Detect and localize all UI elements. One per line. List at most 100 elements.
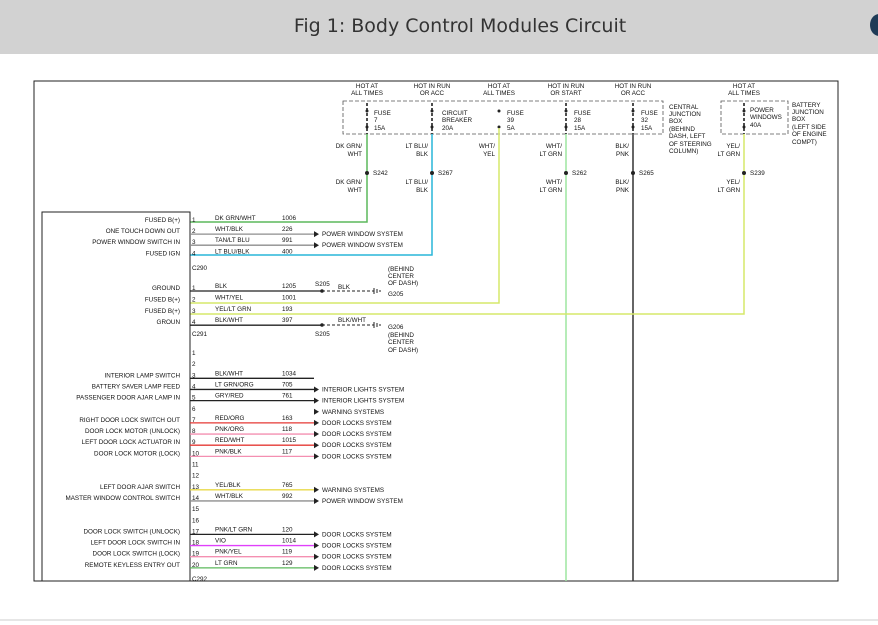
pin-wire-color: PNK/ORG [215,426,244,433]
pin-circuit: 1034 [282,370,297,377]
bottom-divider [0,619,878,621]
pin-circuit: 120 [282,526,293,533]
pin-circuit: 991 [282,237,293,244]
pin-function: DOOR LOCK SWITCH (LOCK) [93,551,180,558]
pin-circuit: 397 [282,317,293,324]
pin-destination: DOOR LOCKS SYSTEM [322,431,392,438]
svg-text:OF DASH): OF DASH) [388,280,418,287]
ground-splice-label: S205 [315,281,330,288]
pin-function: ONE TOUCH DOWN OUT [106,228,180,235]
pin-number: 2 [192,296,196,303]
pin-destination: DOOR LOCKS SYSTEM [322,543,392,550]
pin-number: 6 [192,406,196,413]
top-label: HOT AT [488,83,510,90]
pin-function: GROUN [157,319,181,326]
wire-label: BLK [416,151,429,158]
wire-label: PNK [616,187,630,194]
arrow-icon [314,497,319,504]
ground-wire-label: BLK [338,284,351,291]
top-label: ALL TIMES [728,90,760,97]
pin-circuit: 193 [282,306,293,313]
svg-text:BATTERY: BATTERY [792,102,821,109]
pin-circuit: 1001 [282,294,297,301]
pin-number: 13 [192,484,200,491]
svg-text:BOX: BOX [792,116,806,123]
svg-text:JUNCTION: JUNCTION [669,111,701,118]
svg-text:CENTER: CENTER [388,273,414,280]
pin-number: 16 [192,517,200,524]
top-label: ALL TIMES [483,90,515,97]
pin-destination: POWER WINDOW SYSTEM [322,498,403,505]
arrow-icon [314,486,319,493]
wire-label: DK GRN/ [336,179,362,186]
svg-text:CENTER: CENTER [388,339,414,346]
pin-circuit: 226 [282,226,293,233]
pin-number: 2 [192,228,196,235]
pin-function: GROUND [152,285,180,292]
pin-circuit: 1014 [282,538,297,545]
fuse-label: 15A [641,125,653,132]
pin-wire-color: WHT/BLK [215,226,244,233]
fuse-label: 32 [641,117,649,124]
pin-number: 12 [192,473,200,480]
ground-splice-label: S205 [315,331,330,338]
pin-circuit: 1205 [282,283,297,290]
pin-circuit: 400 [282,248,293,255]
arrow-icon [314,564,319,571]
connector-label: C292 [192,576,208,583]
arrow-icon [314,231,319,238]
fuse-label: POWER [750,107,774,114]
pin-function: REMOTE KEYLESS ENTRY OUT [85,562,180,569]
splice-label: S267 [438,170,453,177]
pin-wire-color: YEL/LT GRN [215,306,252,313]
pin-number: 8 [192,428,196,435]
top-label: OR ACC [420,90,445,97]
wire-label: WHT/ [479,143,495,150]
feed-wires [190,128,745,581]
pin-number: 1 [192,285,196,292]
pin-destination: DOOR LOCKS SYSTEM [322,554,392,561]
pin-wire-color: RED/WHT [215,437,245,444]
wire-label: LT GRN [717,187,740,194]
pin-circuit: 765 [282,482,293,489]
pin-wire-color: TAN/LT BLU [215,237,250,244]
wire-label: LT GRN [539,151,562,158]
pin-circuit: 761 [282,393,293,400]
ground-label: G205 [388,291,404,298]
pin-number: 4 [192,383,196,390]
splice-label: S265 [639,170,654,177]
arrow-icon [314,242,319,249]
wire-label: YEL/ [726,143,740,150]
corner-button-icon[interactable] [870,14,878,36]
wire-label: DK GRN/ [336,143,362,150]
wire-label: WHT [348,151,362,158]
pin-destination: DOOR LOCKS SYSTEM [322,565,392,572]
diagram-area: HOT AT ALL TIMES HOT IN RUN OR ACC HOT A… [0,54,878,621]
pin-circuit: 119 [282,549,293,556]
fuse-label: 5A [507,125,516,132]
wire-label: LT BLU/ [405,179,428,186]
top-label: HOT IN RUN [414,83,451,90]
pin-function: FUSED B(+) [145,308,180,315]
fuse-label: FUSE [641,110,658,117]
pin-number: 9 [192,439,196,446]
bjb-description: BATTERY JUNCTION BOX (LEFT SIDE OF ENGIN… [792,102,827,146]
wire-label: WHT [348,187,362,194]
fuse-label: 7 [374,117,378,124]
pin-number: 19 [192,551,200,558]
pin-function: PASSENGER DOOR AJAR LAMP IN [76,395,180,402]
svg-text:(BEHIND: (BEHIND [669,126,695,133]
top-label: OR START [550,90,581,97]
pin-function: LEFT DOOR LOCK ACTUATOR IN [82,439,181,446]
pin-number: 1 [192,217,196,224]
pin-wire-color: WHT/YEL [215,294,243,301]
pin-destination: WARNING SYSTEMS [322,487,384,494]
pin-number: 20 [192,562,200,569]
arrow-icon [314,553,319,560]
fuse-label: 39 [507,117,515,124]
fuse-label: 40A [750,122,762,129]
cjb-description: CENTRAL JUNCTION BOX (BEHIND DASH, LEFT … [669,104,712,155]
pin-number: 17 [192,528,200,535]
svg-text:(BEHIND: (BEHIND [388,332,414,339]
pin-wire-color: BLK/WHT [215,317,243,324]
